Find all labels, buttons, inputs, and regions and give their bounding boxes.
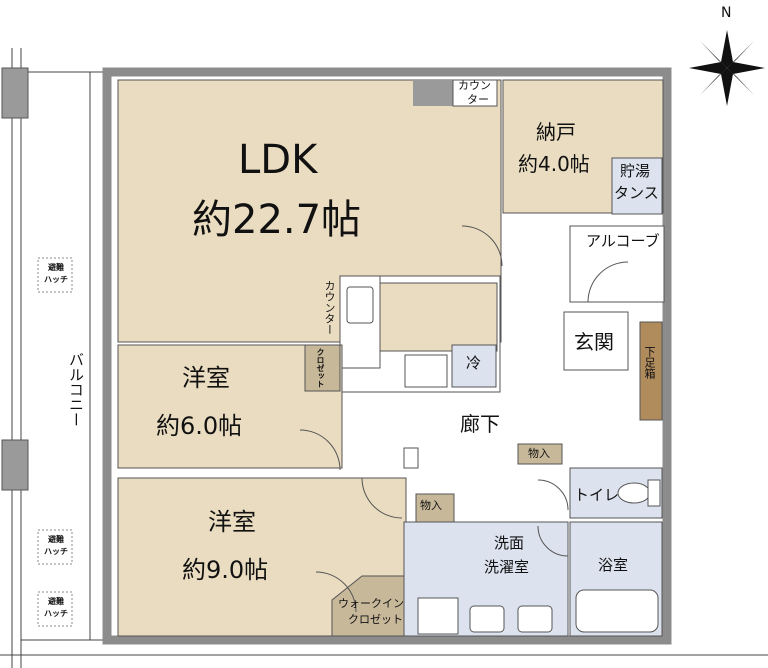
- western-room-1-area: 約6.0帖: [156, 412, 243, 440]
- toilet-label: トイレ: [574, 486, 620, 504]
- hatch-1-label-2: ハッチ: [44, 275, 68, 284]
- shoe-box: [639, 321, 663, 421]
- walkin-label-1: ウォークイン: [338, 597, 404, 610]
- walkin-label-2: クロゼット: [348, 613, 403, 626]
- small-storage-label-2: 物入: [528, 447, 550, 460]
- balcony: [0, 48, 768, 668]
- hatch-1-label-1: 避難: [48, 263, 64, 272]
- counter-top-label-2: ター: [467, 93, 489, 106]
- hatch-3-label-1: 避難: [48, 597, 64, 606]
- bath-label: 浴室: [598, 556, 629, 574]
- alcove-label: アルコーブ: [586, 232, 660, 250]
- hatch-2-label-1: 避難: [48, 535, 64, 544]
- western-room-1-name: 洋室: [182, 364, 230, 392]
- storage-room-name: 納戸: [536, 120, 576, 144]
- small-storage-label-1: 物入: [420, 499, 442, 512]
- storage-room-area: 約4.0帖: [518, 152, 590, 176]
- outer-wall: [102, 67, 672, 645]
- balcony-label: バルコニー: [67, 352, 85, 427]
- ldk-name: LDK: [238, 137, 318, 183]
- washroom-label-1: 洗面: [494, 534, 525, 552]
- hatch-3-label-2: ハッチ: [44, 609, 68, 618]
- washroom-label-2: 洗濯室: [484, 558, 530, 576]
- water-heater-label-2: タンス: [614, 184, 659, 202]
- compass: [689, 30, 765, 106]
- fridge-label: 冷: [466, 354, 482, 372]
- counter-side-label: カウンター: [323, 280, 336, 335]
- hallway-label: 廊下: [460, 412, 500, 436]
- shoe-box-label: 下足箱: [643, 346, 656, 379]
- water-heater-label-1: 貯湯: [620, 162, 651, 180]
- north-label: N: [721, 5, 732, 21]
- hatch-2-label-2: ハッチ: [44, 547, 68, 556]
- ldk-area: 約22.7帖: [192, 197, 362, 243]
- closet-label: クロゼット: [316, 348, 325, 388]
- counter-top-label-1: カウン: [458, 79, 491, 92]
- entrance-label: 玄関: [574, 330, 614, 354]
- western-room-2-area: 約9.0帖: [182, 556, 269, 584]
- western-room-2-name: 洋室: [208, 508, 256, 536]
